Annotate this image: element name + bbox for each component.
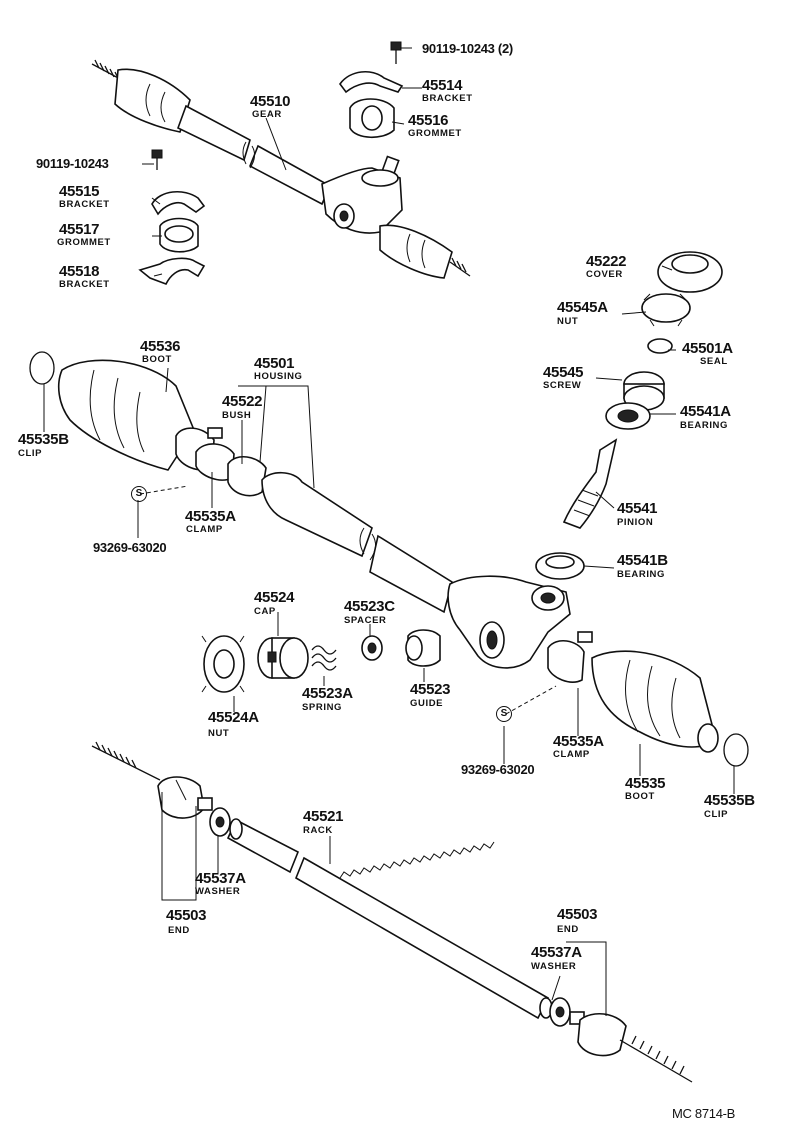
diagram-code: MC 8714-B <box>672 1106 736 1121</box>
label-93269-63020-b: 93269-63020 <box>461 762 535 777</box>
label-93269-63020-a: 93269-63020 <box>93 540 167 555</box>
name-45521: RACK <box>303 825 333 836</box>
name-45517: GROMMET <box>57 237 111 248</box>
label-45537A-right: 45537A <box>531 944 582 961</box>
name-45541B: BEARING <box>617 569 666 580</box>
label-90119-10243-a: 90119-10243 (2) <box>422 41 513 56</box>
rack-and-ends <box>91 741 693 1083</box>
name-45523: GUIDE <box>410 698 444 709</box>
label-45501A: 45501A <box>682 340 733 357</box>
name-45516: GROMMET <box>408 128 462 139</box>
name-45541A: BEARING <box>680 420 729 431</box>
label-45545A: 45545A <box>557 299 608 316</box>
label-45523C: 45523C <box>344 598 395 615</box>
leader-lines <box>43 47 735 1016</box>
label-45518: 45518 <box>59 263 100 280</box>
name-45545: SCREW <box>543 380 582 391</box>
name-45541: PINION <box>617 517 654 528</box>
s-mark-left-text: S <box>135 488 143 499</box>
name-45537A-left: WASHER <box>195 886 241 897</box>
name-45510: GEAR <box>252 109 282 120</box>
name-45535A-left: CLAMP <box>186 524 223 535</box>
name-45545A: NUT <box>557 316 579 327</box>
label-45522: 45522 <box>222 393 263 410</box>
label-45517: 45517 <box>59 221 100 238</box>
name-45222: COVER <box>586 269 623 280</box>
label-45222: 45222 <box>586 253 627 270</box>
label-45535B-right: 45535B <box>704 792 755 809</box>
housing-assembly <box>29 351 749 767</box>
label-45535: 45535 <box>625 775 666 792</box>
name-45514: BRACKET <box>422 93 473 104</box>
name-45503-left: END <box>168 925 190 936</box>
name-45535B-left: CLIP <box>18 448 43 459</box>
name-45524A: NUT <box>208 728 230 739</box>
label-45501: 45501 <box>254 355 295 372</box>
name-45501A: SEAL <box>700 356 728 367</box>
name-45535A-right: CLAMP <box>553 749 590 760</box>
steering-gear-assembly <box>91 41 471 286</box>
name-45535: BOOT <box>625 791 655 802</box>
adjustment-parts <box>201 629 441 693</box>
label-45535B-left: 45535B <box>18 431 69 448</box>
label-45515: 45515 <box>59 183 100 200</box>
name-45523C: SPACER <box>344 615 387 626</box>
s-mark-left: S <box>131 486 147 502</box>
name-45501: HOUSING <box>254 371 303 382</box>
name-45535B-right: CLIP <box>704 809 729 820</box>
label-45541B: 45541B <box>617 552 668 569</box>
label-45545: 45545 <box>543 364 584 381</box>
label-45524A: 45524A <box>208 709 259 726</box>
pinion-stack <box>535 251 723 580</box>
label-90119-10243-b: 90119-10243 <box>36 156 109 171</box>
label-45541A: 45541A <box>680 403 731 420</box>
name-45515: BRACKET <box>59 199 110 210</box>
s-mark-right-text: S <box>500 708 508 719</box>
label-45536: 45536 <box>140 338 181 355</box>
name-45503-right: END <box>557 924 579 935</box>
label-45510: 45510 <box>250 93 291 110</box>
label-45523: 45523 <box>410 681 451 698</box>
label-45537A-left: 45537A <box>195 870 246 887</box>
name-45523A: SPRING <box>302 702 343 713</box>
s-mark-right: S <box>496 706 512 722</box>
label-45521: 45521 <box>303 808 344 825</box>
label-45503-left: 45503 <box>166 907 207 924</box>
label-45535A-left: 45535A <box>185 508 236 525</box>
label-45503-right: 45503 <box>557 906 598 923</box>
label-45524: 45524 <box>254 589 295 606</box>
label-45523A: 45523A <box>302 685 353 702</box>
name-45522: BUSH <box>222 410 252 421</box>
label-45516: 45516 <box>408 112 449 129</box>
label-45514: 45514 <box>422 77 463 94</box>
label-45535A-right: 45535A <box>553 733 604 750</box>
name-45536: BOOT <box>142 354 172 365</box>
label-45541: 45541 <box>617 500 658 517</box>
name-45524: CAP <box>254 606 276 617</box>
name-45537A-right: WASHER <box>531 961 577 972</box>
name-45518: BRACKET <box>59 279 110 290</box>
